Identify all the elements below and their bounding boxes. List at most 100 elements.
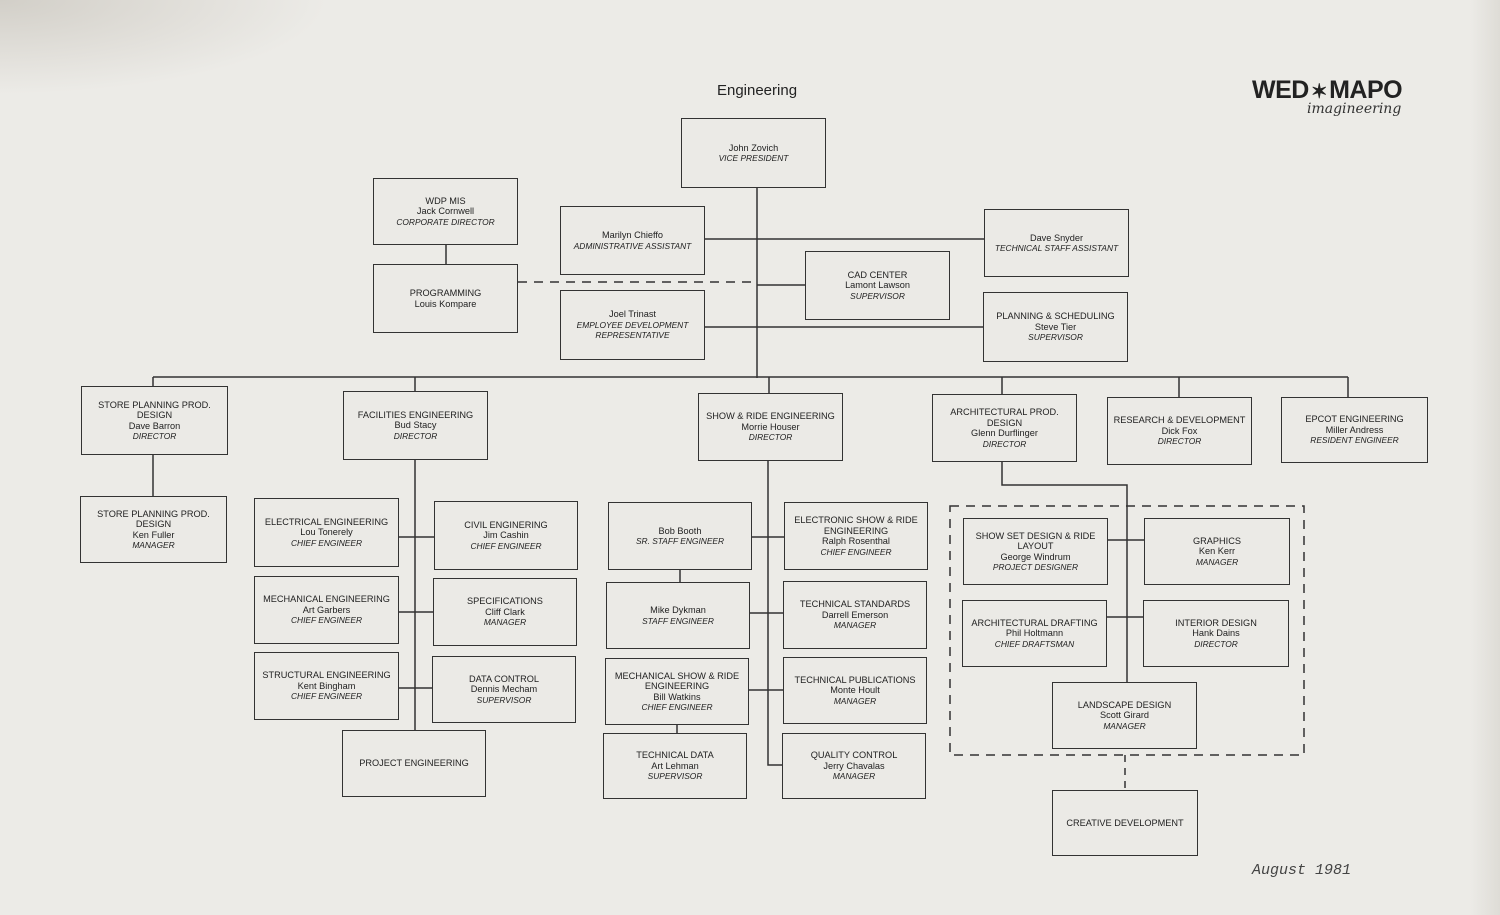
org-box-projeng: PROJECT ENGINEERING [342, 730, 486, 797]
job-title: MANAGER [132, 540, 175, 550]
unit-label: STORE PLANNING PROD. DESIGN [97, 508, 210, 530]
person-name: Ken Fuller [132, 529, 175, 540]
job-title: RESIDENT ENGINEER [1310, 435, 1399, 446]
job-title: DIRECTOR [393, 430, 438, 441]
job-title: MANAGER [833, 620, 877, 631]
person-name: Jack Cornwell [416, 206, 475, 217]
person-name: Joel Trinast [609, 309, 656, 320]
person-name: Dave Snyder [1029, 232, 1084, 243]
unit-label: STORE PLANNING PROD. DESIGN [98, 399, 211, 421]
person-name: Cliff Clark [485, 606, 525, 617]
person-name: Ralph Rosenthal [822, 536, 890, 546]
job-title: STAFF ENGINEER [642, 615, 714, 626]
job-title: CHIEF ENGINEER [290, 537, 363, 548]
job-title: DIRECTOR [748, 432, 793, 443]
person-name: Dennis Mecham [470, 684, 538, 695]
unit-label: MECHANICAL ENGINEERING [263, 594, 390, 605]
job-title: SR. STAFF ENGINEER [635, 536, 725, 546]
person-name: George Windrum [1000, 551, 1071, 562]
job-title: MANAGER [833, 695, 877, 706]
logo-wordmark: WED✶MAPO [1252, 76, 1403, 104]
unit-label: ARCHITECTURAL DRAFTING [971, 617, 1098, 628]
job-title: EMPLOYEE DEVELOPMENT REPRESENTATIVE [576, 319, 689, 341]
unit-label: FACILITIES ENGINEERING [357, 409, 474, 420]
person-name: Art Lehman [651, 760, 699, 771]
job-title: DIRECTOR [132, 431, 177, 441]
unit-label: EPCOT ENGINEERING [1305, 414, 1404, 425]
job-title: SUPERVISOR [850, 290, 905, 301]
job-title: DIRECTOR [1157, 436, 1202, 447]
unit-label: SHOW SET DESIGN & RIDE LAYOUT [975, 530, 1096, 552]
unit-label: MECHANICAL SHOW & RIDE ENGINEERING [614, 670, 740, 692]
job-title: SUPERVISOR [1028, 332, 1083, 343]
person-name: Ken Kerr [1198, 546, 1236, 557]
job-title: PROJECT DESIGNER [992, 562, 1079, 572]
unit-label: PROGRAMMING [409, 288, 482, 298]
job-title: DIRECTOR [982, 438, 1027, 449]
job-title: MANAGER [483, 617, 527, 628]
job-title: ADMINISTRATIVE ASSISTANT [573, 240, 692, 251]
person-name: Art Garbers [302, 604, 351, 615]
logo-subtitle: imagineering [1307, 101, 1402, 117]
person-name: Dick Fox [1161, 425, 1198, 436]
unit-label: ELECTRONIC SHOW & RIDE ENGINEERING [794, 515, 918, 536]
date-stamp: August 1981 [1252, 862, 1352, 879]
unit-label: INTERIOR DESIGN [1175, 617, 1257, 628]
unit-label: WDP MIS [425, 195, 466, 206]
job-title: MANAGER [1103, 720, 1146, 731]
job-title: CORPORATE DIRECTOR [396, 216, 495, 227]
person-name: Lou Tonerely [300, 527, 353, 538]
unit-label: CAD CENTER [847, 269, 908, 280]
job-title: CHIEF ENGINEER [641, 702, 713, 712]
job-title: CHIEF ENGINEER [290, 615, 363, 626]
unit-label: STRUCTURAL ENGINEERING [262, 670, 391, 681]
unit-label: TECHNICAL DATA [636, 750, 714, 761]
person-name: Scott Girard [1099, 710, 1149, 721]
unit-label: CIVIL ENGINERING [464, 519, 548, 530]
person-name: Lamont Lawson [845, 280, 910, 291]
job-title: TECHNICAL STAFF ASSISTANT [994, 243, 1119, 253]
unit-label: GRAPHICS [1193, 535, 1241, 546]
unit-label: DATA CONTROL [468, 673, 540, 684]
unit-label: CREATIVE DEVELOPMENT [1066, 817, 1184, 828]
wed-mapo-logo: WED✶MAPO imagineering [1252, 76, 1432, 117]
person-name: Bud Stacy [394, 420, 437, 431]
job-title: SUPERVISOR [476, 694, 532, 705]
person-name: Miller Andress [1325, 424, 1384, 435]
unit-label: ARCHITECTURAL PROD. DESIGN [950, 407, 1059, 428]
person-name: Hank Dains [1192, 628, 1240, 639]
person-name: Bill Watkins [653, 691, 701, 702]
unit-label: TECHNICAL PUBLICATIONS [794, 674, 916, 685]
person-name: Darrell Emerson [821, 609, 889, 620]
person-name: Marilyn Chieffo [601, 230, 664, 240]
person-name: Glenn Durflinger [971, 428, 1038, 438]
person-name: Louis Kompare [414, 298, 477, 309]
chart-title: Engineering [716, 82, 798, 99]
person-name: Jim Cashin [483, 530, 529, 541]
